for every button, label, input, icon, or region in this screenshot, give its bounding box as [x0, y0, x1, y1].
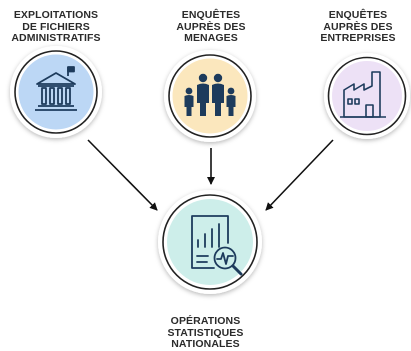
label-line: ENQUÊTES — [181, 9, 241, 21]
label-administrative-files: EXPLOITATIONS DE FICHIERS ADMINISTRATIFS — [0, 9, 112, 45]
label-line: AUPRÈS DES — [323, 20, 393, 33]
factory-icon — [340, 71, 386, 118]
label-line: ENTREPRISES — [320, 32, 396, 44]
label-line: OPÉRATIONS — [170, 315, 241, 327]
label-national-statistical-operations: OPÉRATIONS STATISTIQUES NATIONALES — [150, 315, 261, 351]
label-line: EXPLOITATIONS — [13, 9, 99, 21]
label-household-surveys: ENQUÊTES AUPRÈS DES MENAGES — [150, 9, 272, 45]
node-household-surveys — [164, 50, 256, 142]
statistics-report-icon — [191, 215, 243, 276]
node-business-surveys — [324, 53, 410, 139]
label-line: NATIONALES — [171, 338, 240, 350]
label-line: DE FICHIERS — [22, 20, 90, 33]
label-line: MENAGES — [184, 32, 238, 44]
government-building-icon — [35, 66, 77, 111]
label-line: STATISTIQUES — [167, 326, 244, 339]
family-icon — [184, 73, 236, 116]
arrow-entre-to-ops — [265, 139, 334, 211]
label-line: ADMINISTRATIFS — [11, 32, 101, 44]
node-national-statistical-operations — [158, 190, 262, 294]
node-administrative-files — [10, 46, 102, 138]
label-line: ENQUÊTES — [328, 9, 388, 21]
label-business-surveys: ENQUÊTES AUPRÈS DES ENTREPRISES — [305, 9, 411, 45]
label-line: AUPRÈS DES — [176, 20, 246, 33]
arrow-admin-to-ops — [87, 139, 158, 211]
